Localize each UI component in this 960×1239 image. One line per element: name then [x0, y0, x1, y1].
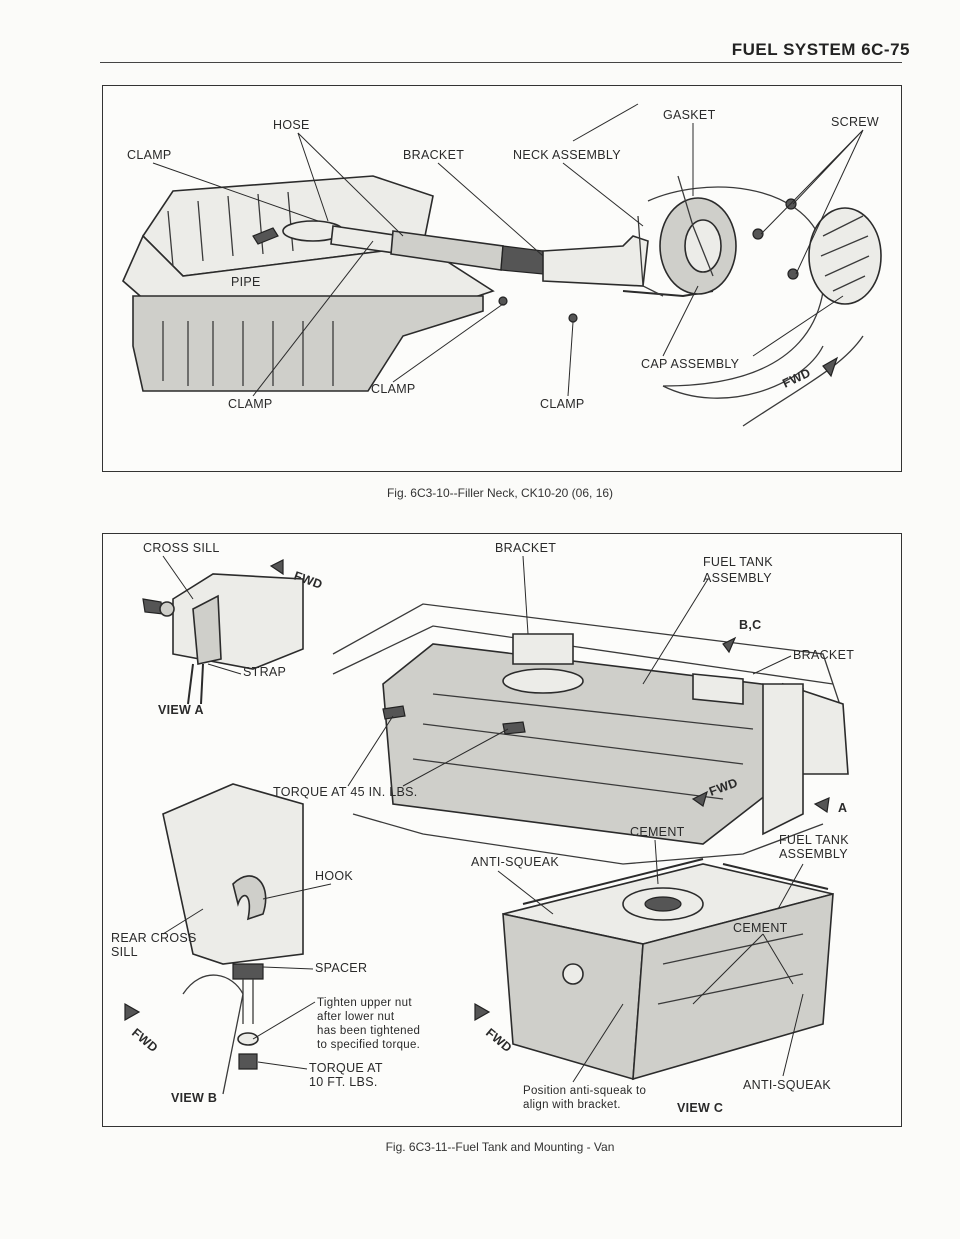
header-rule [100, 62, 902, 63]
page-header: FUEL SYSTEM 6C-75 [731, 40, 910, 59]
label-cross-sill: CROSS SILL [143, 541, 220, 555]
leader-lines-fig1 [152, 103, 864, 397]
label-clamp-top: CLAMP [127, 148, 172, 162]
filler-hose-drawing [330, 225, 714, 323]
figure-fuel-tank-mounting: CROSS SILL FWD STRAP VIEW A BRACKET FUEL… [102, 533, 902, 1127]
label-fuel-tank-right-1: FUEL TANK [779, 833, 849, 847]
filler-neck-illustration: HOSE CLAMP BRACKET NECK ASSEMBLY GASKET … [122, 103, 882, 427]
label-screw: SCREW [831, 115, 879, 129]
label-fuel-tank-top-2: ASSEMBLY [703, 571, 772, 585]
fwd-main-arrow-icon [691, 790, 708, 807]
view-b-drawing [162, 783, 304, 1095]
fwd-arrow-icon [822, 356, 839, 378]
label-strap: STRAP [243, 665, 286, 679]
view-c-drawing [502, 858, 834, 1081]
label-hook: HOOK [315, 869, 353, 883]
label-fuel-tank-top-1: FUEL TANK [703, 555, 773, 569]
label-neck-assembly: NECK ASSEMBLY [513, 148, 621, 162]
label-tighten-2: after lower nut [317, 1011, 395, 1023]
label-rear-cross-sill-2: SILL [111, 945, 138, 959]
label-hose: HOSE [273, 118, 310, 132]
label-rear-cross-sill-1: REAR CROSS [111, 931, 197, 945]
label-bc: B,C [739, 618, 761, 632]
label-pipe: PIPE [231, 275, 261, 289]
figure1-caption: Fig. 6C3-10--Filler Neck, CK10-20 (06, 1… [386, 486, 614, 500]
view-a-drawing [142, 573, 304, 705]
fuel-tank-illustration: CROSS SILL FWD STRAP VIEW A BRACKET FUEL… [111, 541, 854, 1115]
fuel-tank-drawing [122, 175, 495, 392]
figure2-caption: Fig. 6C3-11--Fuel Tank and Mounting - Va… [385, 1140, 615, 1154]
label-clamp-right: CLAMP [540, 397, 585, 411]
label-fuel-tank-right-2: ASSEMBLY [779, 847, 848, 861]
bc-arrow-icon [722, 636, 737, 654]
label-position-2: align with bracket. [523, 1099, 621, 1111]
label-cement-top: CEMENT [630, 825, 685, 839]
label-a: A [838, 801, 847, 815]
label-fwd-c: FWD [483, 1026, 515, 1056]
label-anti-squeak-bottom: ANTI-SQUEAK [743, 1078, 831, 1092]
label-bracket-top: BRACKET [495, 541, 556, 555]
label-tighten-3: has been tightened [317, 1025, 420, 1037]
label-torque-10-2: 10 FT. LBS. [309, 1075, 378, 1089]
label-position-1: Position anti-squeak to [523, 1085, 646, 1097]
label-tighten-4: to specified torque. [317, 1039, 420, 1051]
label-fwd: FWD [780, 366, 813, 391]
label-bracket-right: BRACKET [793, 648, 854, 662]
label-spacer: SPACER [315, 961, 367, 975]
label-fwd-b: FWD [129, 1026, 161, 1056]
main-tank-drawing [332, 603, 849, 865]
fwd-b-arrow-icon [124, 1002, 141, 1022]
label-torque-45: TORQUE AT 45 IN. LBS. [273, 785, 418, 799]
label-cement-inner: CEMENT [733, 921, 788, 935]
label-cap-assembly: CAP ASSEMBLY [641, 357, 740, 371]
label-clamp-left: CLAMP [228, 397, 273, 411]
label-bracket: BRACKET [403, 148, 464, 162]
body-panel-drawing [637, 175, 882, 427]
label-clamp-mid: CLAMP [371, 382, 416, 396]
label-gasket: GASKET [663, 108, 716, 122]
a-arrow-icon [813, 797, 830, 814]
label-torque-10-1: TORQUE AT [309, 1061, 383, 1075]
label-tighten-1: Tighten upper nut [317, 997, 412, 1009]
label-view-b: VIEW B [171, 1091, 217, 1105]
fwd-a-arrow-icon [269, 559, 284, 576]
label-view-c: VIEW C [677, 1101, 723, 1115]
label-anti-squeak-top: ANTI-SQUEAK [471, 855, 559, 869]
leader-lines-fig2 [162, 555, 804, 1083]
label-view-a: VIEW A [158, 703, 204, 717]
figure-filler-neck: HOSE CLAMP BRACKET NECK ASSEMBLY GASKET … [102, 85, 902, 472]
fwd-c-arrow-icon [474, 1002, 491, 1022]
